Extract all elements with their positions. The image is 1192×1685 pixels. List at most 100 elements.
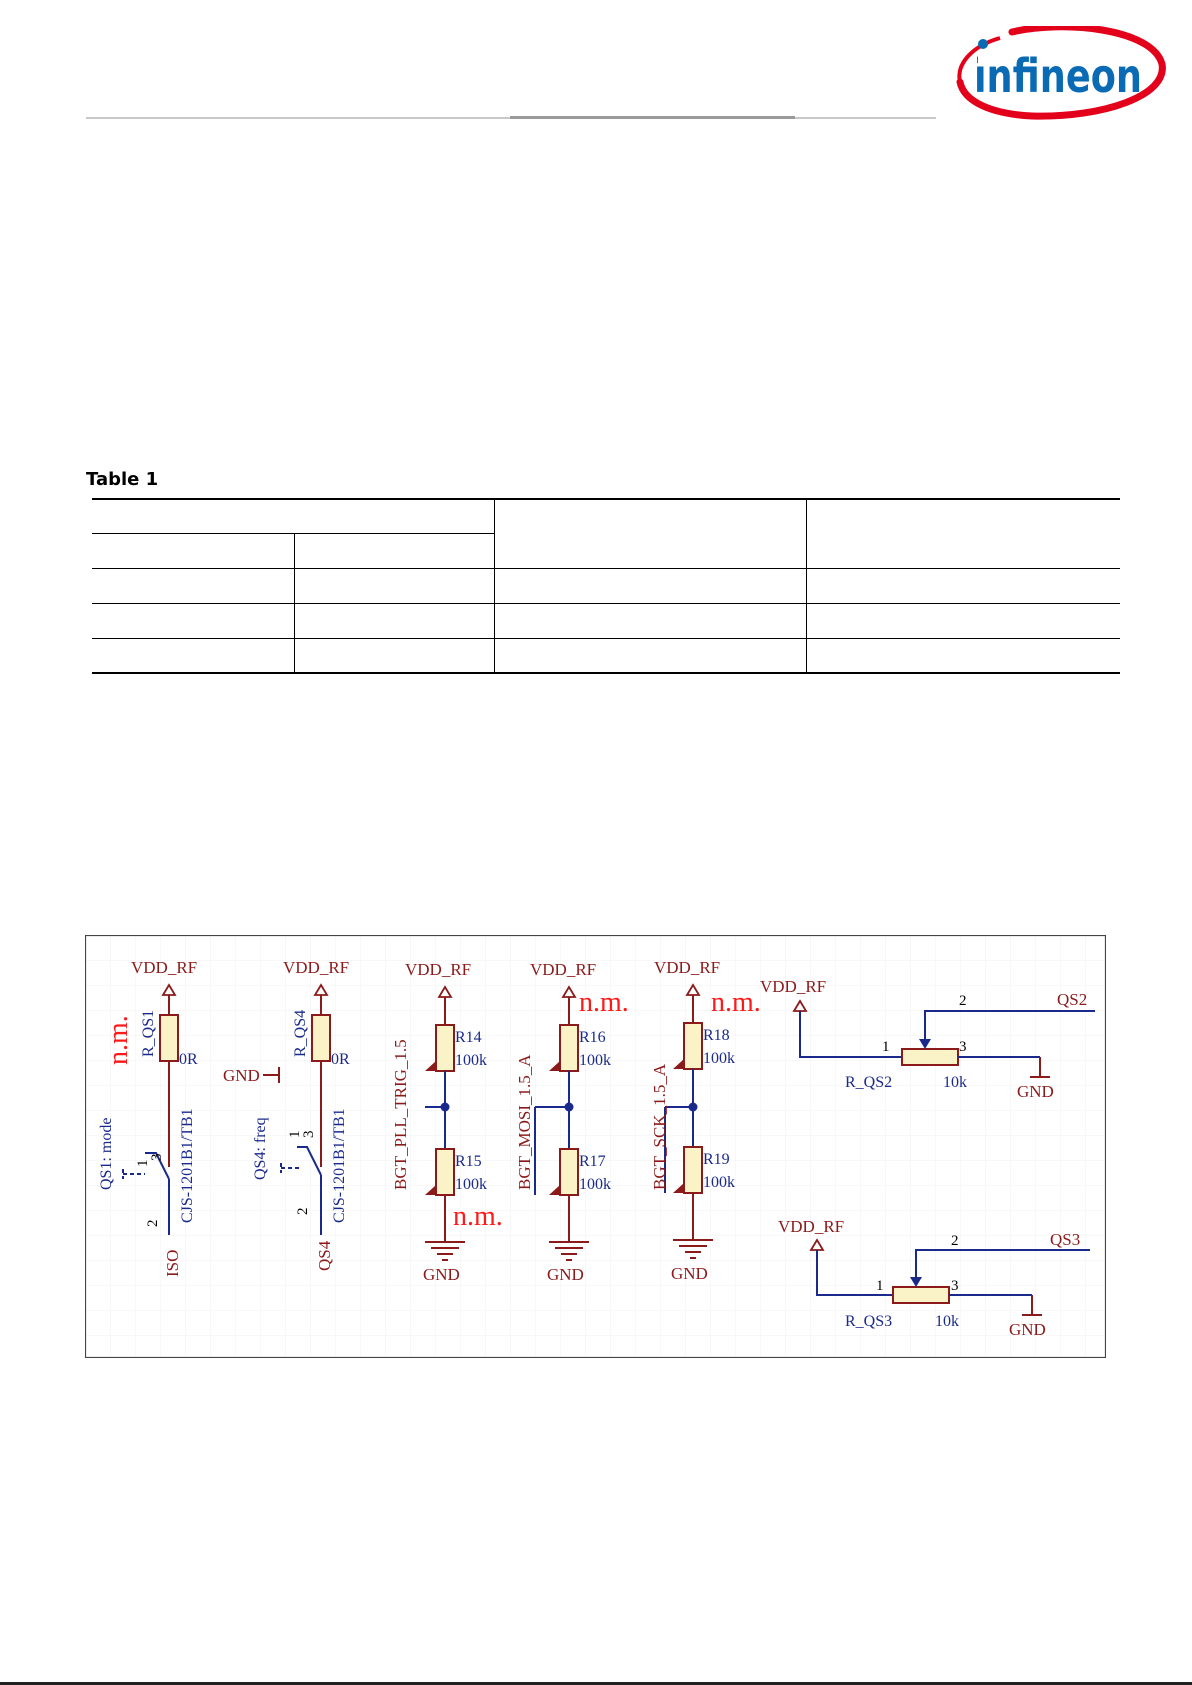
- r-top-value: 100k: [579, 1052, 611, 1069]
- logo-text: infineon: [974, 49, 1142, 103]
- pin1: 1: [135, 1160, 151, 1168]
- net-label: QS3: [1050, 1230, 1080, 1249]
- table-row: [92, 602, 1120, 639]
- table-cell: [805, 567, 1120, 604]
- pin3: 3: [149, 1154, 165, 1162]
- nm-annotation: n.m.: [579, 987, 629, 1018]
- pin1: 1: [876, 1278, 884, 1294]
- table-cell: [293, 602, 494, 639]
- pin3: 3: [959, 1039, 967, 1055]
- nm-annotation: n.m.: [711, 987, 761, 1018]
- pin2: 2: [295, 1208, 311, 1216]
- r-bot-value: 100k: [455, 1176, 487, 1193]
- wiper-arrow-icon: [919, 1039, 931, 1049]
- header-rule-accent: [510, 116, 795, 119]
- net-label: BGT_SCK_1.5_A: [650, 1063, 669, 1190]
- power-label: VDD_RF: [131, 958, 197, 977]
- footer-rule: [0, 1682, 1192, 1685]
- pot-name: R_QS2: [845, 1074, 892, 1091]
- switch-label: QS1: mode: [98, 1118, 115, 1190]
- nm-annotation: n.m.: [453, 1201, 503, 1232]
- table-header-cell: [92, 498, 494, 534]
- resistor-value: 0R: [179, 1051, 198, 1068]
- r-bot-name: R17: [579, 1153, 606, 1170]
- pot-value: 10k: [935, 1313, 959, 1330]
- pot-value: 10k: [943, 1074, 967, 1091]
- r-top-value: 100k: [703, 1050, 735, 1067]
- pin3: 3: [301, 1131, 317, 1139]
- spec-table: [92, 498, 1120, 674]
- gnd-label: GND: [423, 1265, 460, 1284]
- gnd-label: GND: [1009, 1320, 1046, 1339]
- power-label: VDD_RF: [654, 958, 720, 977]
- r-bot-name: R15: [455, 1153, 482, 1170]
- resistor-icon: [435, 1024, 455, 1072]
- resistor-icon: [435, 1148, 455, 1196]
- r-top-name: R14: [455, 1029, 482, 1046]
- resistor-icon: [311, 1014, 331, 1062]
- resistor-value: 0R: [331, 1051, 350, 1068]
- gnd-icon: [425, 1241, 465, 1261]
- switch-label: QS4: freq: [252, 1117, 269, 1180]
- pin3: 3: [951, 1278, 959, 1294]
- power-label: VDD_RF: [760, 977, 826, 996]
- power-label: VDD_RF: [530, 960, 596, 979]
- r-bot-value: 100k: [703, 1174, 735, 1191]
- junction-dot: [564, 1102, 574, 1112]
- table-cell: [293, 567, 494, 604]
- r-bot-value: 100k: [579, 1176, 611, 1193]
- net-label: QS2: [1057, 990, 1087, 1009]
- gnd-label: GND: [547, 1265, 584, 1284]
- table-cell: [493, 567, 806, 604]
- net-label: BGT_MOSI_1.5_A: [515, 1054, 534, 1190]
- pin1: 1: [882, 1039, 890, 1055]
- pin2: 2: [145, 1220, 161, 1228]
- switch-qs1: VDD_RF R_QS1 0R n.m. CJS-1201B1/TB1 QS1:…: [98, 958, 198, 1277]
- table-cell: [92, 602, 294, 639]
- table-header-cell: [493, 498, 806, 569]
- table-row: [92, 637, 1120, 674]
- resistor-icon: [683, 1022, 703, 1070]
- table-cell: [293, 637, 494, 674]
- r-bot-name: R19: [703, 1151, 730, 1168]
- wiper-arrow-icon: [910, 1277, 922, 1287]
- table-cell: [92, 637, 294, 674]
- pin1: 1: [287, 1131, 303, 1139]
- gnd-label: GND: [223, 1066, 260, 1085]
- table-cell: [805, 602, 1120, 639]
- resistor-icon: [559, 1148, 579, 1196]
- infineon-logo: infineon: [956, 26, 1166, 120]
- schematic-figure: VDD_RF R_QS1 0R n.m. CJS-1201B1/TB1 QS1:…: [85, 935, 1106, 1358]
- table-cell: [805, 637, 1120, 674]
- pot-name: R_QS3: [845, 1313, 892, 1330]
- gnd-icon: [549, 1241, 589, 1261]
- power-label: VDD_RF: [283, 958, 349, 977]
- divider-pll: VDD_RF R14 100k BGT_PLL_TRIG_1.5 R15 100…: [391, 960, 503, 1284]
- table-subheader-cell: [293, 532, 494, 569]
- junction-dot: [688, 1102, 698, 1112]
- divider-sck: VDD_RF n.m. R18 100k BGT_SCK_1.5_A R19 1…: [650, 958, 761, 1283]
- power-label: VDD_RF: [405, 960, 471, 979]
- table-cell: [92, 567, 294, 604]
- switch-qs4: VDD_RF R_QS4 0R GND CJS-1201B1/TB1 QS4: …: [223, 958, 350, 1271]
- junction-dot: [440, 1102, 450, 1112]
- table-cell: [493, 602, 806, 639]
- switch-part: CJS-1201B1/TB1: [331, 1108, 348, 1223]
- r-top-name: R18: [703, 1027, 730, 1044]
- resistor-icon: [559, 1024, 579, 1072]
- potentiometer-icon: [892, 1286, 950, 1304]
- table-header-cell: [805, 498, 1120, 569]
- resistor-name: R_QS4: [292, 1010, 309, 1057]
- resistor-icon: [159, 1014, 179, 1062]
- table-subheader-cell: [92, 532, 294, 569]
- gnd-label: GND: [671, 1264, 708, 1283]
- resistor-icon: [683, 1146, 703, 1194]
- pin2: 2: [959, 993, 967, 1009]
- pot-qs3: VDD_RF 1 2 3 R_QS3 10k QS3 GND: [778, 1217, 1090, 1339]
- pot-qs2: VDD_RF 1 2 3 R_QS2 10k QS2 GND: [760, 977, 1095, 1101]
- power-label: VDD_RF: [778, 1217, 844, 1236]
- pin2: 2: [951, 1233, 959, 1249]
- table-caption: Table 1: [86, 469, 159, 490]
- divider-mosi: VDD_RF n.m. R16 100k BGT_MOSI_1.5_A R17 …: [515, 960, 629, 1284]
- potentiometer-icon: [901, 1048, 959, 1066]
